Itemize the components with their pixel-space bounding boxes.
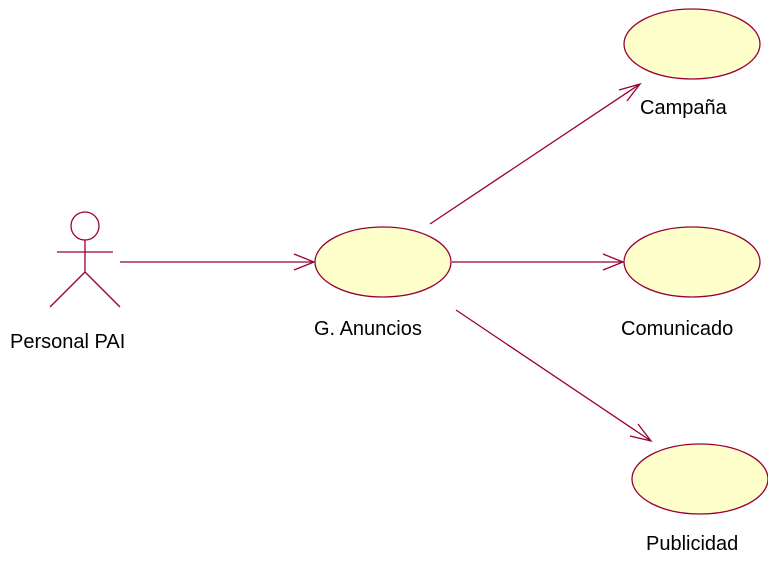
use-case-comunicado-label: Comunicado [621,318,734,340]
actor-figure[interactable] [49,211,121,308]
association-anuncios-to-publicidad[interactable] [455,309,653,443]
use-case-anuncios-ellipse[interactable] [314,226,452,298]
actor-left-leg [49,271,86,308]
actor-head [70,211,100,241]
use-case-publicidad-label: Publicidad [646,533,739,555]
use-case-publicidad-ellipse[interactable] [631,443,768,515]
use-case-campana-ellipse[interactable] [623,8,761,80]
use-case-comunicado-ellipse[interactable] [623,226,761,298]
use-case-anuncios-label: G. Anuncios [314,318,422,340]
association-anuncios-to-campana[interactable] [429,82,642,225]
use-case-campana-label: Campaña [640,97,727,119]
association-actor-to-anuncios[interactable] [120,253,316,271]
association-anuncios-to-comunicado[interactable] [452,253,625,271]
actor-label: Personal PAI [10,331,126,353]
actor-right-leg [84,271,121,308]
